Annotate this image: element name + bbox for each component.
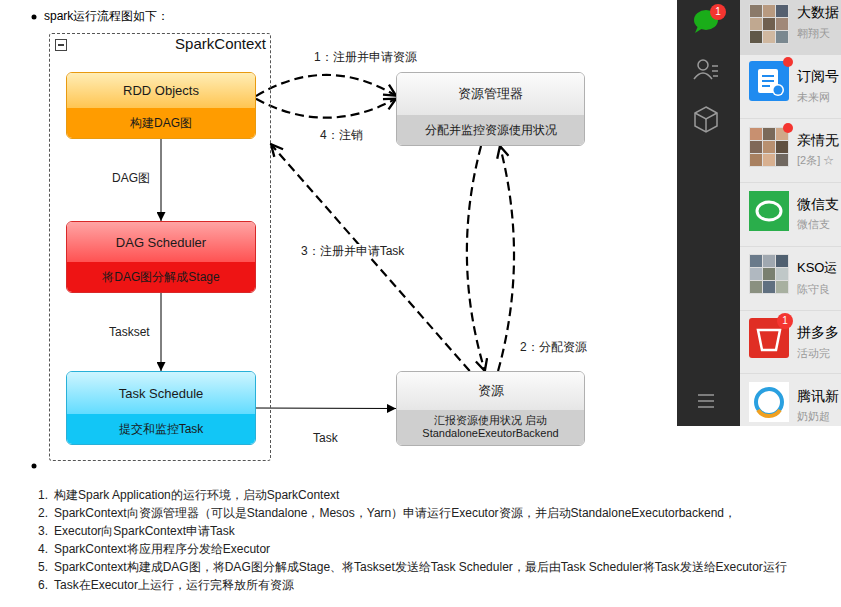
box-header: 资源: [397, 372, 584, 410]
box-body: 构建DAG图: [67, 108, 255, 138]
step-number: 2.: [38, 506, 48, 520]
box-body: 汇报资源使用状况 启动StandaloneExeutorBackend: [397, 410, 584, 446]
step-number: 3.: [38, 524, 48, 538]
edge-label: 1：注册并申请资源: [312, 50, 419, 64]
edge-label: 2：分配资源: [518, 340, 589, 354]
dashed-arrow: [467, 146, 485, 371]
box-text: 提交和监控Task: [119, 422, 204, 437]
resource-box: 资源管理器分配并监控资源使用状况: [396, 72, 585, 146]
process-box: RDD Objects 构建DAG图: [66, 72, 256, 139]
chat-name: 微信支: [797, 196, 839, 213]
chat-name: 订阅号: [797, 68, 839, 85]
box-title: 资源管理器: [458, 85, 523, 103]
box-text: 汇报资源使用状况 启动StandaloneExeutorBackend: [403, 414, 578, 442]
box-header: DAG Scheduler: [67, 222, 255, 262]
chat-name: 腾讯新: [797, 388, 839, 405]
process-box: DAG Scheduler 将DAG图分解成Stage: [66, 221, 256, 293]
step-number: 6.: [38, 578, 48, 592]
box-title: 资源: [478, 382, 504, 400]
collapse-icon: [55, 39, 67, 51]
badge-count: 1: [777, 315, 793, 327]
edge-label: 4：注销: [318, 128, 365, 142]
step-text: SparkContext构建成DAG图，将DAG图分解成Stage、将Tasks…: [54, 560, 787, 574]
flow-arrow: [161, 139, 162, 221]
chat-preview: 翱翔天: [797, 27, 830, 40]
process-box: Task Schedule 提交和监控Task: [66, 371, 256, 445]
edge-label: Task: [311, 431, 340, 445]
dashed-arrow: [256, 99, 396, 118]
dashed-arrow: [256, 75, 396, 96]
edge-label: 3：注册并申请Task: [299, 244, 406, 258]
box-title: RDD Objects: [123, 83, 199, 98]
chat-panel: [677, 0, 841, 426]
box-body: 分配并监控资源使用状况: [397, 115, 584, 145]
chat-name: 亲情无: [797, 132, 839, 149]
chat-name: 拼多多: [797, 324, 839, 341]
chat-preview: 微信支: [797, 218, 830, 231]
box-header: Task Schedule: [67, 372, 255, 414]
box-body: 提交和监控Task: [67, 414, 255, 444]
step-text: SparkContext向资源管理器（可以是Standalone，Mesos，Y…: [54, 506, 736, 520]
step-text: Executor向SparkContext申请Task: [54, 524, 235, 538]
resource-box: 资源汇报资源使用状况 启动StandaloneExeutorBackend: [396, 371, 585, 446]
box-text: 分配并监控资源使用状况: [425, 123, 557, 138]
flow-arrow: [161, 293, 162, 371]
dashed-arrow: [271, 144, 470, 371]
box-title: DAG Scheduler: [116, 235, 206, 250]
dashed-arrow: [498, 146, 514, 371]
frame-title: SparkContext: [175, 35, 266, 52]
box-text: 构建DAG图: [130, 116, 192, 131]
chat-preview: [2条] ☆: [797, 154, 834, 167]
step-text: 构建Spark Application的运行环境，启动SparkContext: [54, 488, 339, 502]
badge-count: 1: [710, 6, 726, 18]
chat-name: 大数据: [797, 4, 839, 21]
edge-label: DAG图: [110, 171, 152, 185]
box-title: Task Schedule: [119, 386, 204, 401]
chat-name: KSO运: [797, 260, 837, 276]
box-body: 将DAG图分解成Stage: [67, 262, 255, 292]
step-text: Task在Executor上运行，运行完释放所有资源: [54, 578, 294, 592]
box-header: RDD Objects: [67, 73, 255, 108]
step-text: SparkContext将应用程序分发给Executor: [54, 542, 270, 556]
step-number: 1.: [38, 488, 48, 502]
box-text: 将DAG图分解成Stage: [102, 270, 219, 285]
chat-preview: 未来网: [797, 91, 830, 104]
flow-arrow: [256, 408, 396, 410]
intro-text: spark运行流程图如下：: [44, 9, 169, 23]
box-header: 资源管理器: [397, 73, 584, 115]
step-number: 4.: [38, 542, 48, 556]
context-frame: SparkContextRDD Objects 构建DAG图 DAG Schedul…: [49, 33, 271, 461]
chat-preview: 活动完: [797, 347, 830, 360]
chat-preview: 奶奶超: [797, 410, 830, 423]
bullet: [32, 464, 37, 469]
bullet: [32, 15, 37, 20]
step-number: 5.: [38, 560, 48, 574]
chat-preview: 陈守良: [797, 283, 830, 296]
edge-label: Taskset: [107, 325, 152, 339]
